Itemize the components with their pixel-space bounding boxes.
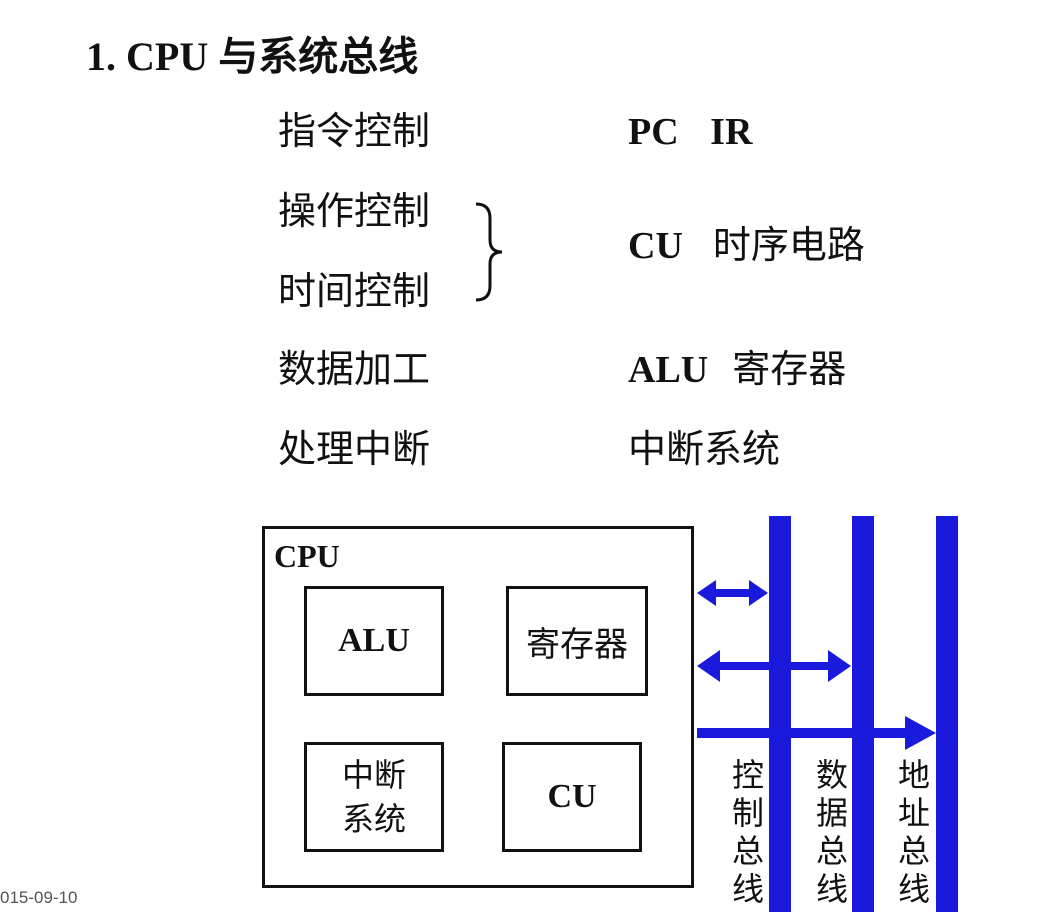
control-bus-arrow — [697, 580, 768, 606]
slide-date: 015-09-10 — [0, 888, 78, 907]
address-bus-label: 地址总线 — [897, 756, 930, 908]
registers-box: 寄存器 — [506, 586, 648, 696]
interrupt-label-line2: 系统 — [341, 800, 406, 838]
interrupt-label-line1: 中断 — [341, 756, 406, 794]
cpu-box — [262, 526, 694, 888]
cu-label: CU — [547, 778, 597, 815]
data-bus-label: 数据总线 — [815, 756, 848, 908]
address-bus-arrow — [697, 716, 936, 750]
page-title: 1. CPU 与系统总线 — [86, 34, 419, 79]
alu-box: ALU — [304, 586, 444, 696]
registers-label: 寄存器 — [526, 624, 628, 665]
alu-label: ALU — [338, 622, 410, 659]
function-label-operation-control: 操作控制 — [278, 189, 431, 233]
data-bus-arrow — [697, 650, 851, 682]
component-interrupt-system: 中断系统 — [628, 427, 781, 471]
cpu-label: CPU — [274, 538, 340, 574]
control-bus-label: 控制总线 — [731, 756, 764, 908]
control-bus-line — [769, 516, 791, 912]
address-bus-line — [936, 516, 958, 912]
cu-box: CU — [502, 742, 642, 852]
interrupt-system-box: 中断 系统 — [304, 742, 444, 852]
function-label-instruction-control: 指令控制 — [278, 109, 431, 153]
function-label-interrupt-handling: 处理中断 — [278, 427, 431, 471]
function-label-data-processing: 数据加工 — [278, 347, 431, 391]
data-bus-line — [852, 516, 874, 912]
right-brace — [475, 202, 503, 302]
function-label-time-control: 时间控制 — [278, 269, 431, 313]
component-pc-ir: PC IR — [628, 111, 753, 153]
